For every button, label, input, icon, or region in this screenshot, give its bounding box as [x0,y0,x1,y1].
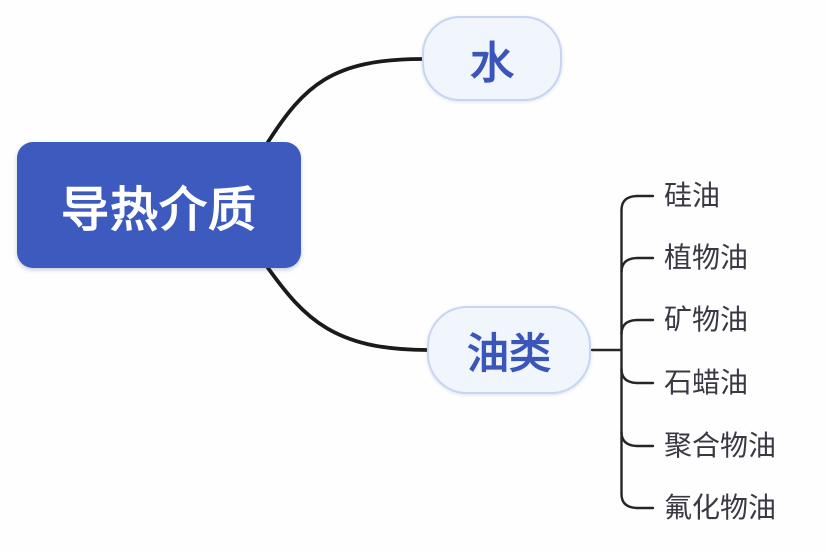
leaf-node-mineral-oil[interactable]: 矿物油 [664,304,749,335]
connector-branch-vegetable-oil [620,256,655,274]
leaf-node-vegetable-oil[interactable]: 植物油 [664,242,749,273]
connector-root-to-oils [266,266,429,352]
branch-node-water-label: 水 [470,38,514,88]
connector-branch-silicone-oil [620,194,655,212]
leaf-node-silicone-oil[interactable]: 硅油 [664,180,721,211]
branch-node-oils-label: 油类 [466,329,551,377]
connector-branch-fluoride-oil [620,492,655,510]
connector-root-to-water [266,57,424,144]
branch-node-oils[interactable]: 油类 [427,306,591,394]
branch-node-water[interactable]: 水 [422,16,562,101]
leaf-node-paraffin-oil[interactable]: 石蜡油 [664,367,749,398]
leaf-node-fluoride-oil[interactable]: 氟化物油 [664,492,777,523]
leaf-node-polymer-oil[interactable]: 聚合物油 [664,430,777,461]
root-node-label: 导热介质 [60,184,257,237]
connector-branch-polymer-oil [620,430,655,448]
connector-branch-paraffin-oil [620,367,655,385]
connector-branch-mineral-oil [620,318,655,336]
root-node-heat-transfer-medium[interactable]: 导热介质 [17,142,301,268]
